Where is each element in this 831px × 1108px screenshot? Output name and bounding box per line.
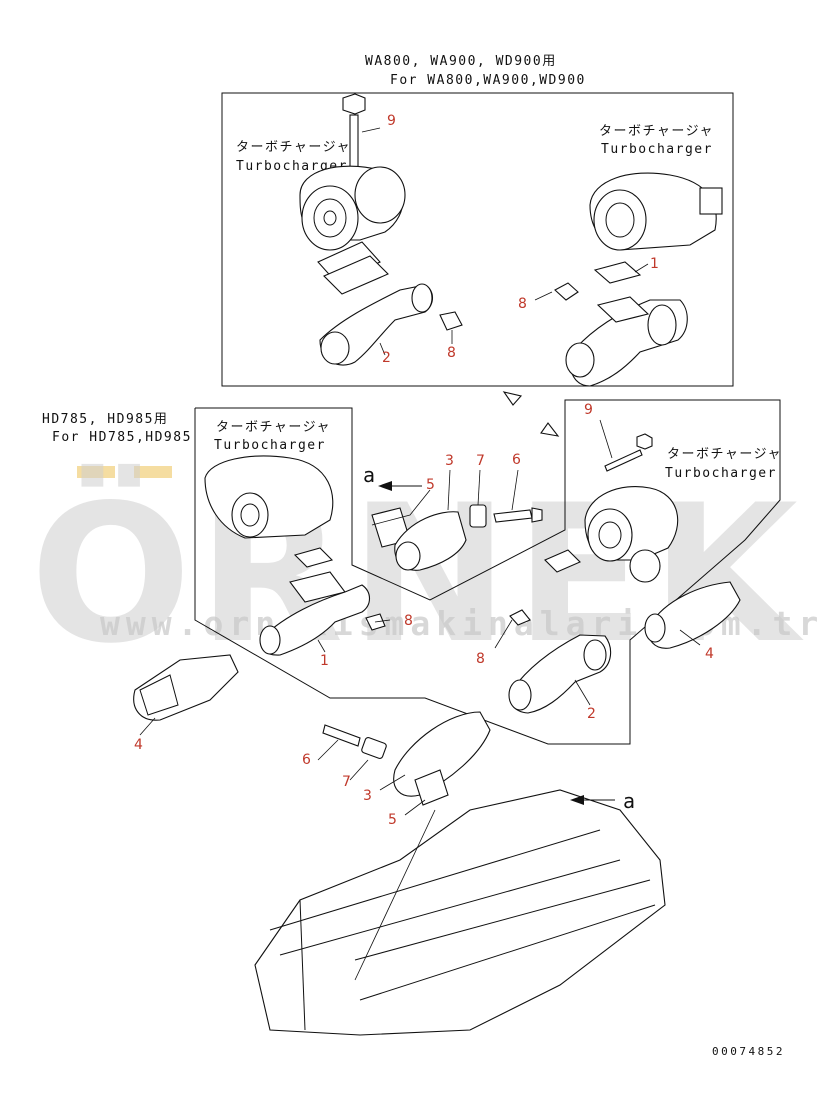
title-wa: WA800, WA900, WD900用 [365, 54, 557, 69]
gasket-icon [544, 549, 581, 573]
callout-1: 1 [650, 256, 659, 272]
engine-block [254, 789, 666, 1036]
callout-4: 4 [134, 737, 143, 753]
manifold-icon [260, 584, 371, 656]
turbo-wa-right [554, 172, 723, 387]
callout-8: 8 [476, 651, 485, 667]
callout-6: 6 [512, 452, 521, 468]
bolt-icon [554, 282, 579, 301]
watermark-text: ÖRNEK [30, 463, 804, 685]
callout-6: 6 [302, 752, 311, 768]
manifold-4-right [644, 581, 741, 649]
spacer-7-icon [469, 504, 487, 528]
callout-8: 8 [518, 296, 527, 312]
drawing-number: 00074852 [712, 1045, 785, 1058]
callout-1: 1 [320, 653, 329, 669]
arrow-label-a-lower: a [623, 789, 637, 813]
turbo-label-en-2: Turbocharger [601, 142, 713, 157]
gasket-5-lower-icon [414, 769, 449, 806]
leader-lines [139, 127, 701, 981]
hd-region-outline [194, 399, 781, 745]
callout-5: 5 [388, 812, 397, 828]
callout-7: 7 [342, 774, 351, 790]
title-hd: HD785, HD985用 [42, 412, 168, 427]
turbo-wa-left [299, 93, 463, 366]
callout-3: 3 [363, 788, 372, 804]
arrow-a-lower [570, 795, 615, 805]
nut-icon [342, 93, 366, 115]
callout-9: 9 [387, 113, 396, 129]
callout-2: 2 [587, 706, 596, 722]
gasket-icon [593, 261, 642, 284]
manifold-4-left [133, 654, 239, 721]
turbo-label-jp-3: ターボチャージャ [216, 420, 331, 435]
turbo-label-jp-1: ターボチャージャ [236, 140, 351, 155]
nut-icon [636, 433, 653, 450]
callout-9: 9 [584, 402, 593, 418]
bolt-6-lower-icon [322, 724, 361, 747]
watermark-accent-right [134, 466, 172, 478]
stud-icon [604, 449, 643, 472]
arrow-a-upper [378, 481, 422, 491]
turbo-label-en-3: Turbocharger [214, 438, 326, 453]
bolt-icon [509, 609, 531, 626]
turbo-hd-left [204, 455, 386, 656]
lower-manifold-parts [322, 711, 491, 806]
callout-3: 3 [445, 453, 454, 469]
callouts: 9 1 8 2 8 3 7 6 5 9 8 1 8 2 4 4 6 7 3 5 [134, 113, 714, 828]
turbo-label-en-4: Turbocharger [665, 466, 777, 481]
bolt-icon [439, 311, 463, 331]
callout-8: 8 [404, 613, 413, 629]
arrow-label-a-upper: a [363, 463, 377, 487]
turbo-label-en-1: Turbocharger [236, 159, 348, 174]
callout-8: 8 [447, 345, 456, 361]
watermark-accent-left [77, 466, 115, 478]
turbo-label-jp-4: ターボチャージャ [667, 447, 782, 462]
callout-7: 7 [476, 453, 485, 469]
spacer-7-lower-icon [361, 737, 387, 759]
turbo-hd-right [508, 433, 679, 714]
title-hd-en: For HD785,HD985 [52, 430, 192, 445]
callout-5: 5 [426, 477, 435, 493]
callout-4: 4 [705, 646, 714, 662]
wa-frame [221, 92, 734, 387]
turbo-label-jp-2: ターボチャージャ [599, 124, 714, 139]
swap-arrow [502, 391, 560, 437]
callout-2: 2 [382, 350, 391, 366]
title-wa-en: For WA800,WA900,WD900 [390, 73, 586, 88]
gasket-icon [323, 255, 389, 295]
